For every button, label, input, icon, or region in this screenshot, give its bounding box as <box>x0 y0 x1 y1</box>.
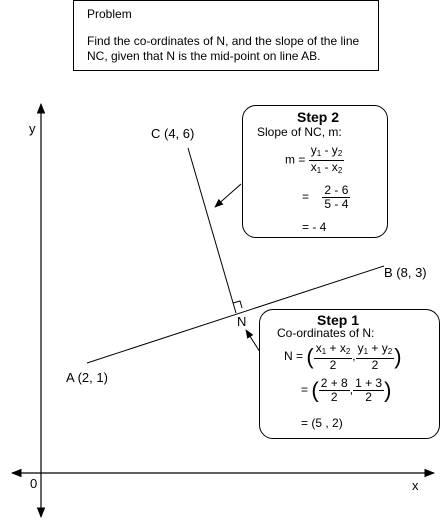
midpoint-equals: = <box>301 382 309 397</box>
problem-title: Problem <box>87 7 132 21</box>
step2-subtitle: Slope of NC, m: <box>257 125 342 139</box>
step2-box: Step 2 Slope of NC, m: m = y1 - y2 x1 - … <box>242 105 388 238</box>
point-c-label: C (4, 6) <box>151 126 195 141</box>
line-nc <box>187 147 237 314</box>
point-a-label: A (2, 1) <box>66 370 108 385</box>
slope-formula: m = y1 - y2 x1 - x2 <box>285 143 345 177</box>
point-b-label: B (8, 3) <box>384 265 427 280</box>
slope-numeric-fraction: 2 - 6 5 - 4 <box>322 183 351 211</box>
midpoint-result: = (5 , 2) <box>301 416 343 430</box>
step1-arrow <box>245 329 261 353</box>
midpoint-formula: N = ( x1 + x2 2 , y1 + y2 2 ) <box>284 341 402 372</box>
slope-numerator: 2 - 6 <box>322 183 351 198</box>
problem-box: Problem Find the co-ordinates of N, and … <box>73 0 379 71</box>
slope-equals: = <box>302 189 310 204</box>
x-axis-label: x <box>412 478 419 493</box>
midpoint-n-equals: N = <box>284 349 304 364</box>
step1-box: Step 1 Co-ordinates of N: N = ( x1 + x2 … <box>259 309 440 439</box>
midpoint-x-numeric: 2 + 8 2 <box>318 376 350 404</box>
slope-m-equals: m = <box>285 152 306 167</box>
step2-title: Step 2 <box>297 109 340 125</box>
origin-label: 0 <box>30 476 38 491</box>
step2-arrow <box>214 183 242 208</box>
midpoint-y-fraction: y1 + y2 2 <box>355 341 395 372</box>
slope-substitution: = 2 - 6 5 - 4 <box>302 183 351 211</box>
step1-subtitle: Co-ordinates of N: <box>277 326 375 340</box>
point-n-label: N <box>237 314 247 329</box>
slope-general-fraction: y1 - y2 x1 - x2 <box>308 143 345 175</box>
right-angle-marker <box>232 300 243 309</box>
midpoint-substitution: = ( 2 + 8 2 , 1 + 3 2 ) <box>301 376 392 404</box>
step1-title: Step 1 <box>317 312 360 328</box>
midpoint-x-fraction: x1 + x2 2 <box>313 341 353 372</box>
y-axis-label: y <box>29 121 36 136</box>
line-ab <box>86 265 385 364</box>
slope-denominator: 5 - 4 <box>324 197 349 211</box>
slope-result: = - 4 <box>302 220 327 234</box>
problem-text: Find the co-ordinates of N, and the slop… <box>87 34 360 63</box>
midpoint-y-numeric: 1 + 3 2 <box>353 376 385 404</box>
